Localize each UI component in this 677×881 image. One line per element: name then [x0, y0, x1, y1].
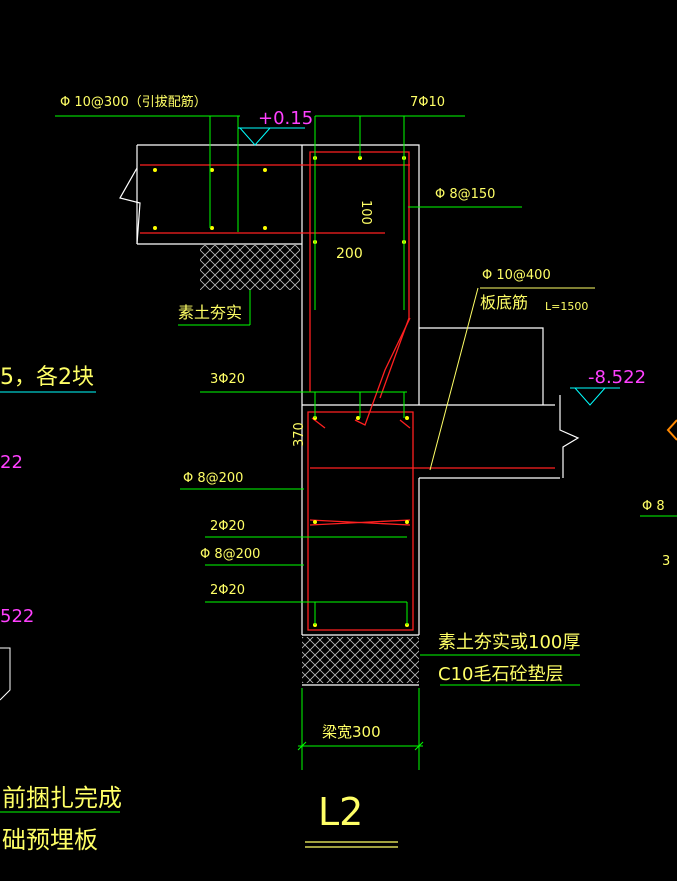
- label-top-left-rebar: Φ 10@300（引拔配筋）: [60, 94, 207, 110]
- rebar: [140, 151, 555, 631]
- label-base-note-1: 素土夯实或100厚: [438, 632, 580, 653]
- fragment-phi-8: Φ 8: [642, 499, 665, 514]
- label-bottom-bars: 2Φ20: [210, 583, 245, 598]
- right-edge-marker: [666, 419, 677, 441]
- dimension-lines: [0, 688, 424, 813]
- label-dim-100: 100: [358, 200, 373, 225]
- label-dim-370: 370: [292, 422, 307, 447]
- leader-lines: [55, 115, 580, 686]
- label-soil-compacted: 素土夯实: [178, 303, 242, 322]
- concrete-outline: [119, 144, 580, 686]
- label-top-bars: 7Φ10: [410, 95, 445, 110]
- label-stirrup-lower-2: Φ 8@200: [200, 547, 260, 562]
- fragment-note-bind: 前捆扎完成: [2, 784, 122, 812]
- label-stirrup-lower-1: Φ 8@200: [183, 471, 243, 486]
- label-elev-top: +0.15: [258, 108, 313, 129]
- label-elev-right: -8.522: [588, 367, 646, 388]
- fragment-elev-22: 22: [0, 452, 23, 473]
- soil-hatch-base: [302, 637, 419, 683]
- soil-hatch-upper: [200, 245, 300, 290]
- fragment-elev-522: 522: [0, 606, 34, 627]
- slab-leader: [429, 287, 595, 471]
- label-base-note-2: C10毛石砼垫层: [438, 664, 563, 685]
- label-beam-width: 梁宽300: [322, 723, 381, 741]
- label-mid-bars: 2Φ20: [210, 519, 245, 534]
- fragment-bar-3: 3: [662, 554, 670, 569]
- fragment-note-embed: 础预埋板: [2, 826, 98, 854]
- title-underline: [305, 841, 398, 848]
- label-slab-rebar: Φ 10@400: [482, 268, 551, 283]
- label-slab-length: L=1500: [545, 300, 588, 313]
- left-edge-shape: [0, 647, 11, 701]
- label-dim-200: 200: [336, 246, 363, 262]
- rebar-dots: [153, 156, 409, 627]
- label-beam-top-bars: 3Φ20: [210, 372, 245, 387]
- label-slab-bottom: 板底筋: [480, 293, 528, 312]
- elevation-symbols: [0, 127, 620, 406]
- fragment-note-blocks: 5，各2块: [0, 365, 94, 390]
- label-stirrup-upper: Φ 8@150: [435, 187, 495, 202]
- drawing-title: L2: [318, 790, 363, 834]
